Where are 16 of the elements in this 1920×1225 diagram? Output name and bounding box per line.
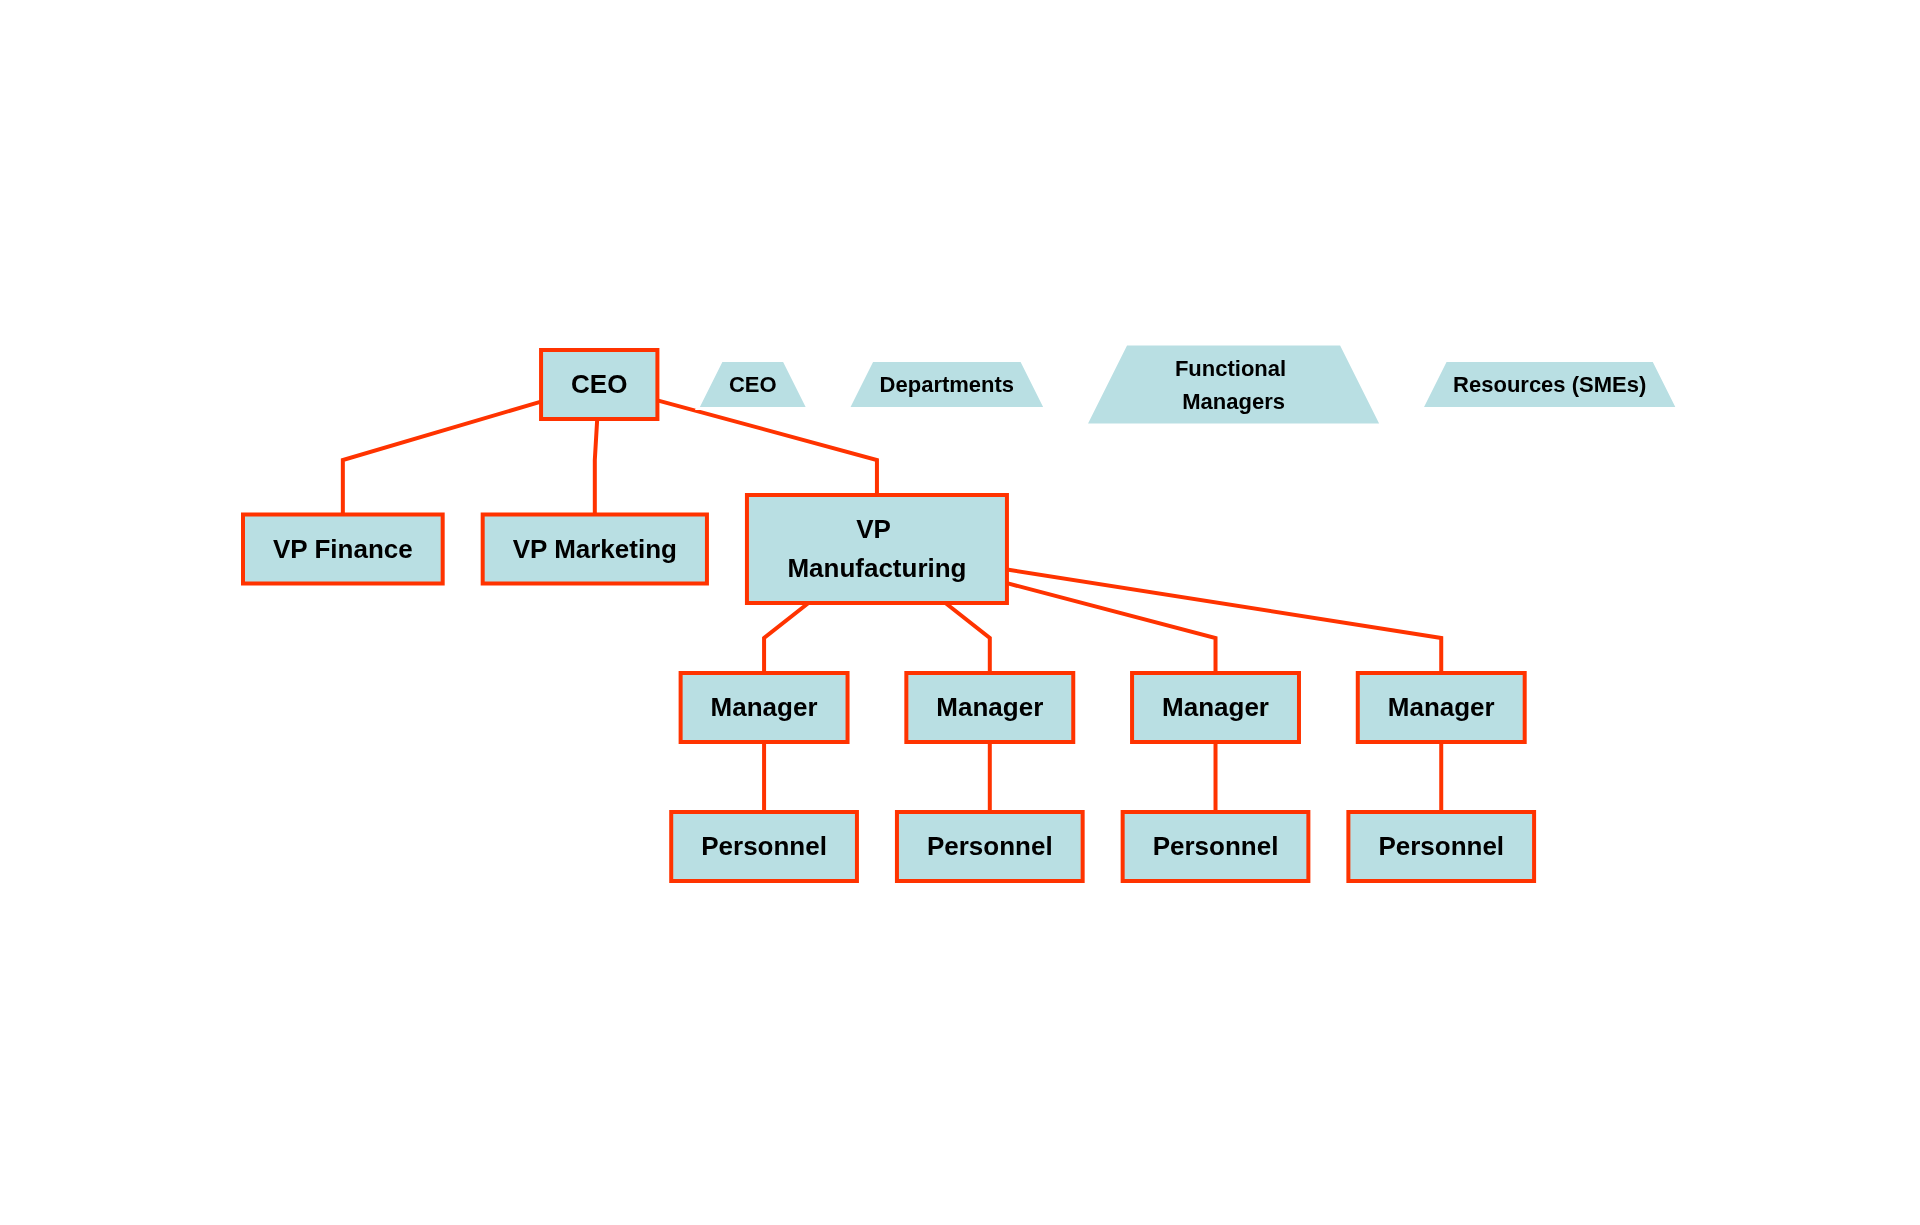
node-box: Manager	[903, 671, 1075, 744]
node-box: Manager	[1355, 671, 1527, 744]
node-box: Personnel	[894, 810, 1085, 883]
node-box: Personnel	[668, 810, 859, 883]
node-box: Personnel	[1346, 810, 1536, 883]
connector	[1213, 742, 1218, 812]
node-box: Manager	[678, 671, 850, 744]
connector	[987, 742, 992, 812]
node-box: Personnel	[1120, 810, 1310, 883]
connector	[761, 742, 766, 812]
connector	[1438, 742, 1443, 812]
node-box: VP Marketing	[480, 512, 709, 586]
node-box: Manager	[1129, 671, 1301, 744]
node-box: CEO	[538, 348, 659, 421]
node-box: VP Manufacturing	[744, 493, 1009, 605]
node-box: VP Finance	[240, 512, 445, 586]
